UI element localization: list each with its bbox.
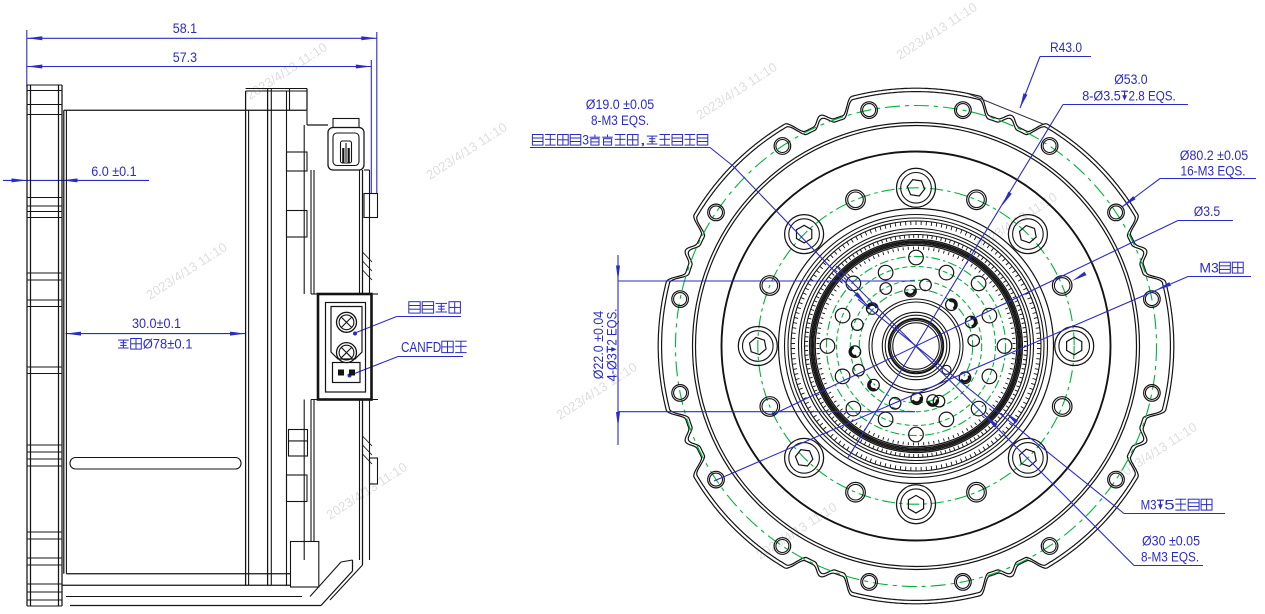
svg-text:Ø53.0: Ø53.0	[1114, 71, 1147, 87]
svg-text:2 EQS.: 2 EQS.	[604, 309, 620, 346]
svg-text:3: 3	[582, 133, 589, 148]
svg-text:Ø3.5: Ø3.5	[1194, 203, 1221, 219]
svg-text:Ø78±0.1: Ø78±0.1	[143, 337, 193, 352]
svg-text:5: 5	[1164, 497, 1175, 513]
svg-text:4-Ø3: 4-Ø3	[604, 353, 620, 381]
svg-text:30.0±0.1: 30.0±0.1	[132, 315, 181, 331]
svg-text:8-Ø3.5: 8-Ø3.5	[1082, 88, 1121, 104]
svg-text:8-M3 EQS.: 8-M3 EQS.	[1141, 549, 1199, 565]
svg-text:M3: M3	[1199, 260, 1219, 276]
svg-text:R43.0: R43.0	[1050, 39, 1082, 55]
svg-text:Ø80.2 ±0.05: Ø80.2 ±0.05	[1180, 147, 1249, 163]
svg-text:Ø30 ±0.05: Ø30 ±0.05	[1142, 533, 1200, 549]
svg-text:58.1: 58.1	[173, 20, 197, 36]
svg-text:Ø19.0 ±0.05: Ø19.0 ±0.05	[586, 96, 655, 112]
svg-text:CANFD: CANFD	[401, 340, 441, 356]
svg-text:,: ,	[639, 133, 646, 148]
svg-text:2.8 EQS.: 2.8 EQS.	[1129, 88, 1176, 104]
svg-text:57.3: 57.3	[173, 49, 197, 65]
svg-text:16-M3 EQS.: 16-M3 EQS.	[1181, 163, 1246, 179]
svg-text:6.0 ±0.1: 6.0 ±0.1	[91, 163, 137, 179]
svg-text:8-M3 EQS.: 8-M3 EQS.	[591, 112, 649, 128]
svg-text:M3: M3	[1141, 497, 1157, 513]
svg-text:Ø22.0 ±0.04: Ø22.0 ±0.04	[590, 311, 606, 380]
